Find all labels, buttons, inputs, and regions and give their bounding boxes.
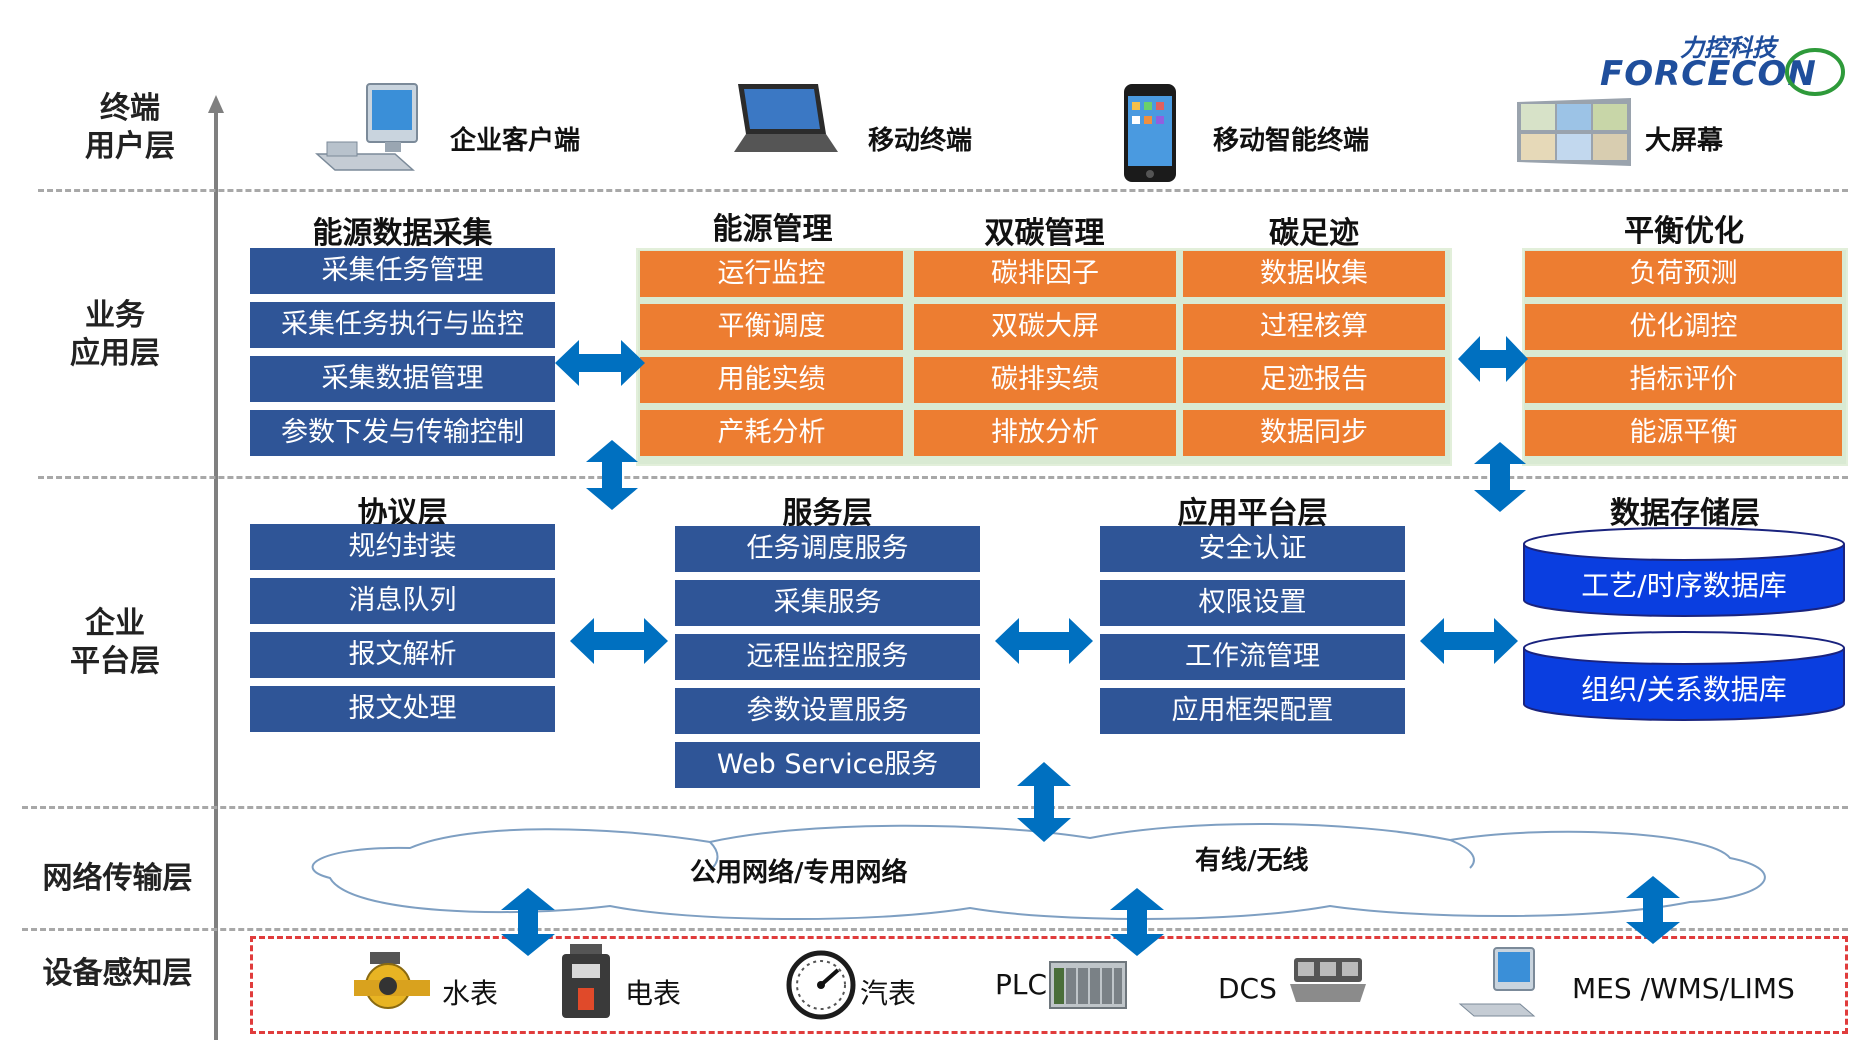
timeseries-database-icon[interactable] bbox=[1522, 526, 1846, 618]
footprint-item[interactable]: 数据同步 bbox=[1183, 410, 1445, 456]
double-arrow-business-platform-right bbox=[1474, 442, 1526, 512]
desktop-computer-icon bbox=[315, 83, 418, 171]
energy-item[interactable]: 产耗分析 bbox=[640, 410, 903, 456]
dual-carbon-item[interactable]: 排放分析 bbox=[914, 410, 1176, 456]
double-arrow-collection-energy bbox=[555, 340, 645, 386]
forcecon-logo: 力控科技 FORCECON bbox=[1600, 28, 1850, 98]
logo-swoosh-icon bbox=[1785, 48, 1845, 96]
dcs-console-icon bbox=[1290, 958, 1366, 1002]
energy-item[interactable]: 运行监控 bbox=[640, 251, 903, 297]
layer-label-platform: 企业 平台层 bbox=[70, 606, 160, 679]
dual-carbon-item[interactable]: 碳排实绩 bbox=[914, 357, 1176, 403]
app-platform-item[interactable]: 安全认证 bbox=[1100, 526, 1405, 572]
double-arrow-service-network bbox=[1017, 762, 1071, 842]
collection-item[interactable]: 采集任务执行与监控 bbox=[250, 302, 555, 348]
app-platform-item[interactable]: 应用框架配置 bbox=[1100, 688, 1405, 734]
layer-label-terminal: 终端 用户层 bbox=[85, 91, 175, 164]
video-wall-icon bbox=[1517, 98, 1631, 166]
section-title-storage: 数据存储层 bbox=[1610, 496, 1760, 531]
terminal-label-mobile: 移动终端 bbox=[868, 126, 973, 156]
section-title-dual-carbon: 双碳管理 bbox=[984, 216, 1105, 251]
terminal-label-bigscreen: 大屏幕 bbox=[1645, 126, 1724, 156]
service-item[interactable]: 参数设置服务 bbox=[675, 688, 980, 734]
timeseries-database-label: 工艺/时序数据库 bbox=[1581, 569, 1787, 602]
separator-business bbox=[38, 476, 1848, 479]
balance-item[interactable]: 能源平衡 bbox=[1525, 410, 1842, 456]
device-label-steam: 汽表 bbox=[860, 977, 917, 1010]
network-label-public: 公用网络/专用网络 bbox=[690, 858, 908, 888]
app-platform-item[interactable]: 权限设置 bbox=[1100, 580, 1405, 626]
separator-terminal bbox=[38, 189, 1848, 192]
electric-meter-icon bbox=[562, 944, 610, 1018]
collection-item[interactable]: 采集数据管理 bbox=[250, 356, 555, 402]
double-arrow-platform-storage bbox=[1420, 618, 1518, 664]
protocol-item[interactable]: 消息队列 bbox=[250, 578, 555, 624]
balance-item[interactable]: 负荷预测 bbox=[1525, 251, 1842, 297]
relational-database-icon[interactable] bbox=[1522, 630, 1846, 722]
protocol-item[interactable]: 规约封装 bbox=[250, 524, 555, 570]
double-arrow-network-device-3 bbox=[1626, 876, 1680, 944]
service-item[interactable]: Web Service服务 bbox=[675, 742, 980, 788]
service-item[interactable]: 远程监控服务 bbox=[675, 634, 980, 680]
dual-carbon-item[interactable]: 双碳大屏 bbox=[914, 304, 1176, 350]
network-label-wired: 有线/无线 bbox=[1195, 846, 1309, 876]
device-label-water: 水表 bbox=[442, 977, 499, 1010]
double-arrow-business-platform-left bbox=[586, 440, 638, 510]
separator-platform bbox=[22, 806, 1848, 809]
collection-item[interactable]: 采集任务管理 bbox=[250, 248, 555, 294]
double-arrow-network-device-1 bbox=[501, 888, 555, 956]
device-layer-frame bbox=[250, 936, 1848, 1034]
device-label-mes: MES /WMS/LIMS bbox=[1572, 972, 1795, 1005]
dual-carbon-item[interactable]: 碳排因子 bbox=[914, 251, 1176, 297]
section-title-energy: 能源管理 bbox=[712, 212, 833, 247]
double-arrow-service-platform bbox=[995, 618, 1093, 664]
computer-icon bbox=[1458, 947, 1536, 1017]
device-label-dcs: DCS bbox=[1218, 972, 1277, 1005]
logo-cn-text: 力控科技 bbox=[1680, 34, 1776, 62]
balance-item[interactable]: 优化调控 bbox=[1525, 304, 1842, 350]
app-platform-item[interactable]: 工作流管理 bbox=[1100, 634, 1405, 680]
double-arrow-network-device-2 bbox=[1110, 888, 1164, 956]
section-title-collection: 能源数据采集 bbox=[312, 216, 493, 251]
protocol-item[interactable]: 报文处理 bbox=[250, 686, 555, 732]
terminal-label-smart: 移动智能终端 bbox=[1213, 126, 1370, 156]
double-arrow-footprint-balance bbox=[1458, 336, 1528, 382]
section-title-footprint: 碳足迹 bbox=[1269, 216, 1359, 251]
water-meter-icon bbox=[354, 952, 430, 1009]
layer-label-device: 设备感知层 bbox=[42, 956, 193, 991]
section-title-app-platform: 应用平台层 bbox=[1177, 496, 1328, 531]
device-label-electric: 电表 bbox=[625, 977, 682, 1010]
protocol-item[interactable]: 报文解析 bbox=[250, 632, 555, 678]
steam-gauge-icon bbox=[786, 950, 856, 1020]
vertical-axis-arrow bbox=[208, 95, 224, 1040]
layer-label-network: 网络传输层 bbox=[42, 861, 193, 896]
energy-item[interactable]: 平衡调度 bbox=[640, 304, 903, 350]
footprint-item[interactable]: 数据收集 bbox=[1183, 251, 1445, 297]
footprint-item[interactable]: 足迹报告 bbox=[1183, 357, 1445, 403]
separator-network bbox=[22, 928, 1848, 931]
relational-database-label: 组织/关系数据库 bbox=[1581, 673, 1787, 706]
logo-en-text: FORCECON bbox=[1600, 54, 1817, 94]
laptop-icon bbox=[734, 84, 838, 152]
terminal-label-client: 企业客户端 bbox=[450, 126, 581, 156]
double-arrow-protocol-service bbox=[570, 618, 668, 664]
service-item[interactable]: 任务调度服务 bbox=[675, 526, 980, 572]
collection-item[interactable]: 参数下发与传输控制 bbox=[250, 410, 555, 456]
energy-item[interactable]: 用能实绩 bbox=[640, 357, 903, 403]
balance-item[interactable]: 指标评价 bbox=[1525, 357, 1842, 403]
device-label-plc: PLC bbox=[995, 968, 1048, 1001]
smartphone-icon bbox=[1124, 84, 1176, 182]
layer-label-business: 业务 应用层 bbox=[70, 298, 160, 371]
plc-rack-icon bbox=[1049, 961, 1127, 1009]
section-title-balance: 平衡优化 bbox=[1624, 214, 1744, 249]
footprint-item[interactable]: 过程核算 bbox=[1183, 304, 1445, 350]
network-cloud-icon bbox=[311, 823, 1766, 921]
service-item[interactable]: 采集服务 bbox=[675, 580, 980, 626]
section-title-service: 服务层 bbox=[782, 496, 873, 531]
